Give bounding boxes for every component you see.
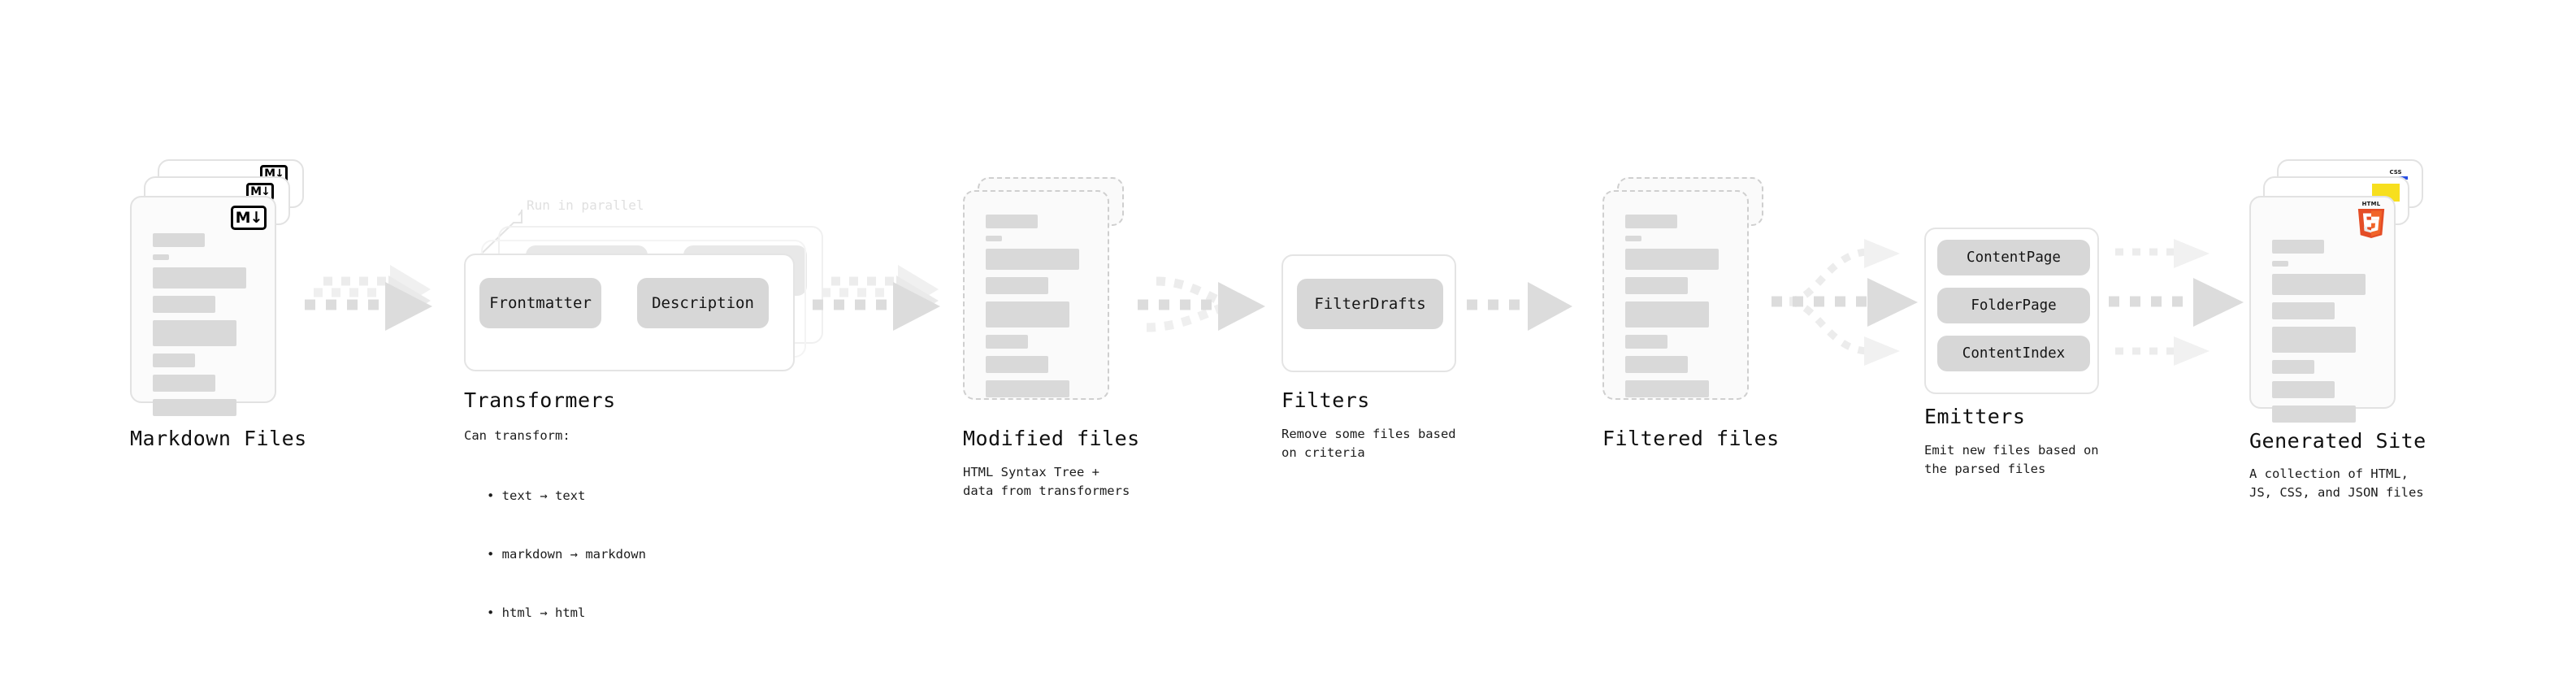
filters-group-box: FilterDrafts bbox=[1281, 254, 1456, 372]
stage-subtitle-modified-files: HTML Syntax Tree + data from transformer… bbox=[963, 465, 1130, 499]
run-in-parallel-leader-line bbox=[464, 209, 523, 271]
stage-title-filters: Filters bbox=[1281, 388, 1370, 412]
emitter-pill-contentpage[interactable]: ContentPage bbox=[1937, 240, 2090, 275]
run-in-parallel-note: Run in parallel bbox=[527, 197, 644, 213]
emitter-pill-folderpage[interactable]: FolderPage bbox=[1937, 288, 2090, 323]
modified-file-card-front bbox=[963, 190, 1109, 400]
connector-markdown-to-transformers bbox=[305, 265, 432, 331]
connector-filters-to-filtered bbox=[1467, 282, 1572, 331]
list-item: • markdown → markdown bbox=[487, 547, 646, 562]
file-skeleton bbox=[986, 215, 1086, 405]
stage-title-filtered-files: Filtered files bbox=[1602, 427, 1780, 450]
stage-title-modified-files: Modified files bbox=[963, 427, 1140, 450]
stage-subtitle-filters: Remove some files based on criteria bbox=[1281, 427, 1456, 461]
connector-filtered-to-emitters bbox=[1772, 239, 1918, 366]
transformers-capability-list: • text → text • markdown → markdown • ht… bbox=[475, 447, 646, 661]
svg-text:HTML: HTML bbox=[2362, 201, 2381, 207]
stage-title-emitters: Emitters bbox=[1924, 405, 2026, 428]
transformer-pill-frontmatter[interactable]: Frontmatter bbox=[479, 278, 601, 328]
transformers-group-box: Frontmatter Description bbox=[464, 254, 795, 371]
list-item: • html → html bbox=[487, 605, 586, 621]
stage-title-generated-site: Generated Site bbox=[2249, 429, 2426, 453]
file-skeleton bbox=[1625, 215, 1726, 405]
markdown-file-card-front bbox=[130, 196, 276, 416]
stage-subtitle-transformers: Can transform: bbox=[464, 428, 570, 443]
list-item: • text → text bbox=[487, 488, 586, 504]
stage-subtitle-generated-site: A collection of HTML, JS, CSS, and JSON … bbox=[2249, 466, 2424, 501]
html5-badge-icon: HTML bbox=[2357, 201, 2385, 238]
modified-files-stack bbox=[963, 177, 1150, 421]
connector-emitters-to-site bbox=[2109, 239, 2244, 366]
connector-modified-to-filters bbox=[1138, 276, 1265, 332]
filtered-file-card-front bbox=[1602, 190, 1749, 400]
emitters-group-box: ContentPage FolderPage ContentIndex bbox=[1924, 228, 2099, 394]
transformer-pill-description[interactable]: Description bbox=[637, 278, 769, 328]
file-skeleton bbox=[2272, 240, 2373, 430]
generated-site-stack: CSS HTML bbox=[2249, 159, 2436, 423]
markdown-files-stack: M↓ M↓ M↓ bbox=[130, 159, 317, 416]
connector-transformers-to-modified bbox=[813, 265, 940, 331]
filtered-files-stack bbox=[1602, 177, 1789, 421]
file-skeleton bbox=[153, 233, 254, 423]
emitter-pill-contentindex[interactable]: ContentIndex bbox=[1937, 336, 2090, 371]
css-badge-label: CSS bbox=[2389, 169, 2402, 176]
markdown-badge-icon: M↓ bbox=[231, 206, 267, 230]
stage-title-transformers: Transformers bbox=[464, 388, 616, 412]
stage-subtitle-emitters: Emit new files based on the parsed files bbox=[1924, 443, 2099, 477]
filter-pill-filterdrafts[interactable]: FilterDrafts bbox=[1297, 279, 1443, 329]
stage-title-markdown-files: Markdown Files bbox=[130, 427, 307, 450]
